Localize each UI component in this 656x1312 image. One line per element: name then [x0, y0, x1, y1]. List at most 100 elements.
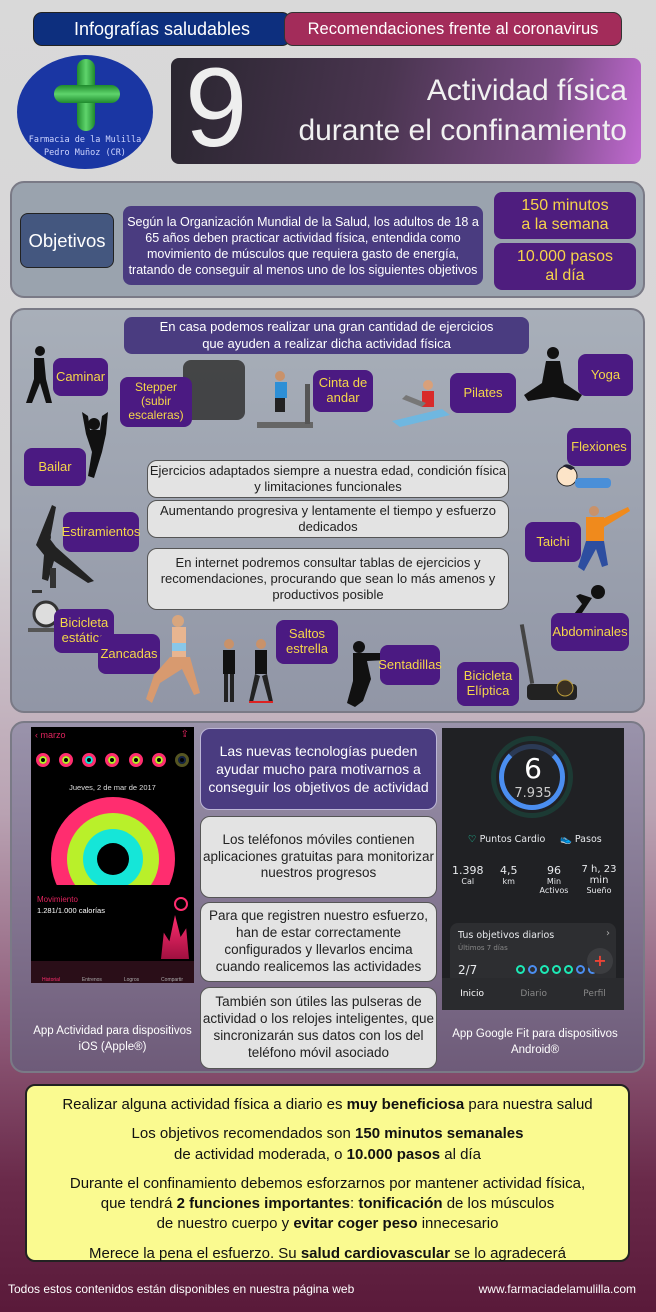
goal-day-rings: [516, 965, 597, 974]
ios-tab-bar: Historial Entrenos Logros Compartir: [31, 961, 194, 983]
label-estiramientos: Estiramientos: [62, 512, 140, 552]
cardio-points-value: 6: [524, 752, 542, 785]
goal-ring-icon: [528, 965, 537, 974]
ios-date: Jueves, 2 de mar de 2017: [69, 783, 156, 792]
tech-phones: Los teléfonos móviles contienen aplicaci…: [200, 816, 437, 898]
ios-back-label: marzo: [40, 730, 66, 740]
day-ring-icon[interactable]: [128, 753, 143, 767]
stat-km-value: 4,5: [500, 864, 518, 877]
title-line2: durante el confinamiento: [298, 114, 627, 147]
nav-inicio[interactable]: Inicio: [460, 989, 484, 999]
tab-logros[interactable]: Logros: [123, 977, 140, 983]
move-chart-icon: [161, 915, 189, 959]
goals-count: 2/7: [458, 963, 478, 977]
goal-ring-icon: [516, 965, 525, 974]
label-caminar: Caminar: [53, 358, 108, 396]
website-link[interactable]: www.farmaciadelamulilla.com: [478, 1282, 636, 1296]
tab-coronavirus[interactable]: Recomendaciones frente al coronavirus: [284, 12, 622, 46]
situp-figure-icon: [572, 582, 612, 622]
lunge-figure-image-icon: [140, 613, 206, 709]
legend-steps: 👟 Pasos: [560, 834, 602, 845]
add-fab-button[interactable]: +: [587, 948, 613, 974]
summary-p1: Realizar alguna actividad física a diari…: [62, 1096, 593, 1113]
label-flexiones: Flexiones: [567, 428, 631, 466]
nav-diario[interactable]: Diario: [520, 989, 547, 999]
jumping-jacks-image-icon: [213, 636, 279, 706]
goals-subtitle: Últimos 7 días: [458, 944, 508, 952]
label-pilates: Pilates: [450, 373, 516, 413]
tech-config: Para que registren nuestro esfuerzo, han…: [200, 902, 437, 982]
logo-name: Farmacia de la Mulilla: [28, 135, 142, 145]
stat-cal-unit: Cal: [461, 877, 475, 886]
ios-back-link[interactable]: ‹ marzo: [35, 730, 66, 740]
tab-compartir[interactable]: Compartir: [161, 977, 183, 983]
goal-steps-line1: 10.000 pasos: [516, 248, 614, 266]
move-ring-icon: [174, 897, 188, 911]
cardio-ring-icon: [491, 736, 573, 818]
day-ring-icon[interactable]: [152, 753, 167, 767]
yoga-figure-icon: [522, 345, 584, 407]
goal-ring-icon: [576, 965, 585, 974]
tip-adapted: Ejercicios adaptados siempre a nuestra e…: [147, 460, 509, 498]
day-ring-icon[interactable]: [175, 753, 190, 767]
intro-line2: que ayuden a realizar dicha actividad fí…: [202, 335, 451, 351]
tech-wearables: También son útiles las pulseras de activ…: [200, 987, 437, 1069]
label-abdominales: Abdominales: [551, 613, 629, 651]
day-ring-icon[interactable]: [58, 753, 73, 767]
summary-box: Realizar alguna actividad física a diari…: [25, 1084, 630, 1262]
gfit-nav-bar: Inicio Diario Perfil: [442, 978, 624, 1010]
stretching-figure-icon: [30, 505, 96, 585]
ios-week-rings: [31, 753, 194, 767]
squat-figure-icon: [345, 641, 407, 709]
tip-internet: En internet podremos consultar tablas de…: [147, 548, 509, 610]
label-eliptica: Bicicleta Elíptica: [457, 662, 519, 706]
pushup-figure-icon: [555, 462, 615, 504]
day-ring-icon[interactable]: [35, 753, 50, 767]
share-icon[interactable]: ⇪: [180, 729, 189, 740]
move-value: 1.281/1.000 calorías: [37, 906, 105, 915]
tech-intro: Las nuevas tecnologías pueden ayudar muc…: [200, 728, 437, 810]
stat-active-value: 96: [547, 864, 561, 877]
logo-location: Pedro Muñoz (CR): [44, 148, 126, 158]
tab-entrenos[interactable]: Entrenos: [81, 977, 102, 983]
footer-note: Todos estos contenidos están disponibles…: [8, 1282, 355, 1296]
day-ring-icon[interactable]: [82, 753, 97, 767]
goal-minutes-line2: a la semana: [521, 215, 609, 233]
tab-historial[interactable]: Historial: [41, 977, 61, 983]
label-yoga: Yoga: [578, 354, 633, 396]
move-label: Movimiento: [37, 895, 78, 904]
tip-progressive: Aumentando progresiva y lentamente el ti…: [147, 500, 509, 538]
nav-perfil[interactable]: Perfil: [583, 989, 606, 999]
goals-title: Tus objetivos diarios: [458, 930, 555, 941]
label-saltos: Saltos estrella: [276, 620, 338, 664]
android-caption: App Google Fit para dispositivos Android…: [452, 1028, 618, 1056]
pharmacy-logo: Farmacia de la Mulilla Pedro Muñoz (CR): [17, 55, 153, 169]
stat-sleep-unit: Sueño: [586, 886, 612, 895]
ios-activity-screenshot: ‹ marzo ⇪ Jueves, 2 de mar de 2017: [31, 727, 194, 921]
dancing-figure-icon: [78, 412, 112, 478]
treadmill-image-icon: [255, 370, 317, 432]
legend-cardio: ♡ Puntos Cardio: [468, 834, 545, 845]
goal-steps-line2: al día: [545, 266, 585, 284]
chevron-right-icon[interactable]: ›: [606, 928, 610, 939]
heart-icon: ♡: [468, 834, 477, 845]
cross-icon-bar: [54, 85, 120, 103]
label-taichi: Taichi: [525, 522, 581, 562]
pilates-image-icon: [392, 375, 450, 427]
who-text: Según la Organización Mundial de la Salu…: [123, 206, 483, 285]
summary-p2: Los objetivos recomendados son 150 minut…: [131, 1125, 524, 1163]
title-banner: 9 Actividad física durante el confinamie…: [171, 52, 641, 164]
label-sentadillas: Sentadillas: [378, 645, 442, 685]
tab-infografias[interactable]: Infografías saludables: [33, 12, 291, 46]
day-ring-icon[interactable]: [105, 753, 120, 767]
stat-sleep-value: 7 h, 23 min: [581, 864, 617, 886]
stat-km-unit: km: [502, 877, 515, 886]
ios-activity-details: Movimiento 1.281/1.000 calorías Historia…: [31, 885, 194, 983]
ios-caption: App Actividad para dispositivos iOS (App…: [33, 1025, 192, 1053]
intro-line1: En casa podemos realizar una gran cantid…: [159, 318, 494, 334]
goal-ring-icon: [564, 965, 573, 974]
